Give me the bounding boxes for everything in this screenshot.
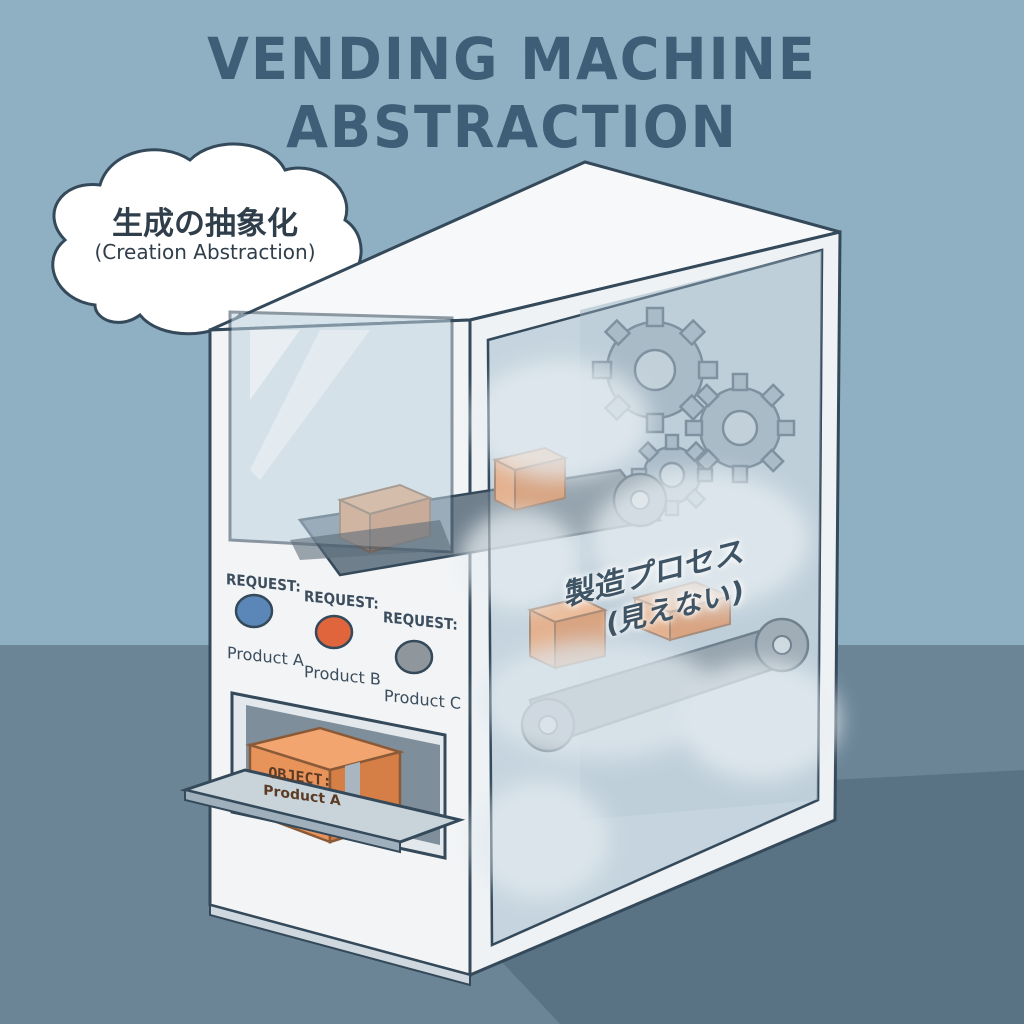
front-window — [228, 310, 454, 554]
request-button-c[interactable] — [394, 639, 434, 675]
request-button-b[interactable] — [314, 614, 354, 650]
request-button-a[interactable] — [234, 593, 274, 629]
bubble-english-text: (Creation Abstraction) — [94, 240, 316, 264]
gear-icon — [684, 372, 796, 484]
fog — [460, 360, 840, 900]
bubble-japanese-text: 生成の抽象化 — [112, 206, 298, 242]
page-title: VENDING MACHINE ABSTRACTION — [207, 24, 817, 162]
shadow — [500, 770, 1024, 1024]
